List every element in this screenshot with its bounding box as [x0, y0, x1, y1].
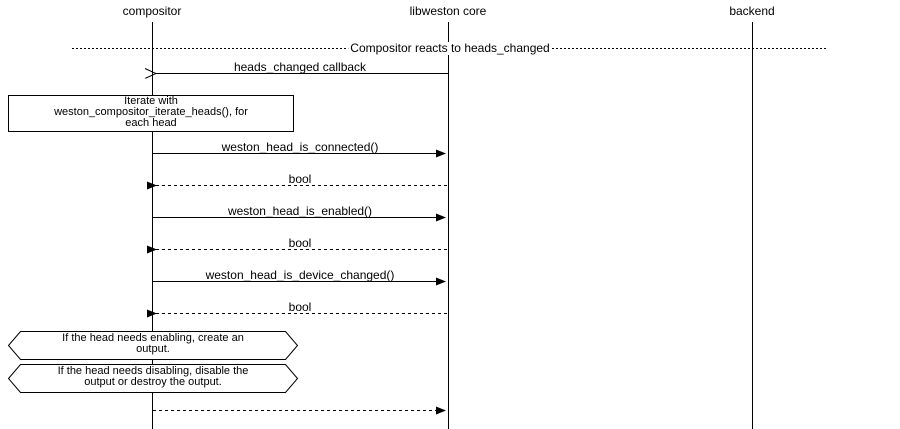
note-box-iterate	[8, 95, 294, 132]
message-label-heads-changed-callback: heads_changed callback	[233, 60, 367, 74]
participant-label-libweston-core: libweston core	[409, 4, 487, 18]
separator-label: Compositor reacts to heads_changed	[348, 41, 552, 55]
condition-text-enable-line-2: output.	[136, 343, 170, 355]
condition-text-enable-line-1: If the head needs enabling, create an	[62, 332, 244, 344]
condition-hexagon-disable	[7, 364, 299, 393]
message-label-bool-2: bool	[288, 236, 312, 250]
message-label-weston-head-is-device-changed: weston_head_is_device_changed()	[205, 268, 395, 282]
note-text-iterate-line-2: weston_compositor_iterate_heads(), for	[54, 106, 248, 118]
note-text-iterate-line-3: each head	[125, 117, 177, 129]
condition-text-disable-line-1: If the head needs disabling, disable the	[57, 365, 249, 377]
message-label-weston-head-is-connected: weston_head_is_connected()	[221, 140, 379, 154]
message-label-bool-1: bool	[288, 172, 312, 186]
participant-label-backend: backend	[729, 4, 775, 18]
participant-label-compositor: compositor	[122, 4, 182, 18]
condition-text-disable-line-2: output or destroy the output.	[84, 376, 222, 388]
message-label-bool-3: bool	[288, 300, 312, 314]
message-label-weston-head-is-enabled: weston_head_is_enabled()	[227, 204, 373, 218]
condition-hexagon-enable	[7, 331, 299, 360]
note-text-iterate-line-1: Iterate with	[124, 95, 178, 107]
